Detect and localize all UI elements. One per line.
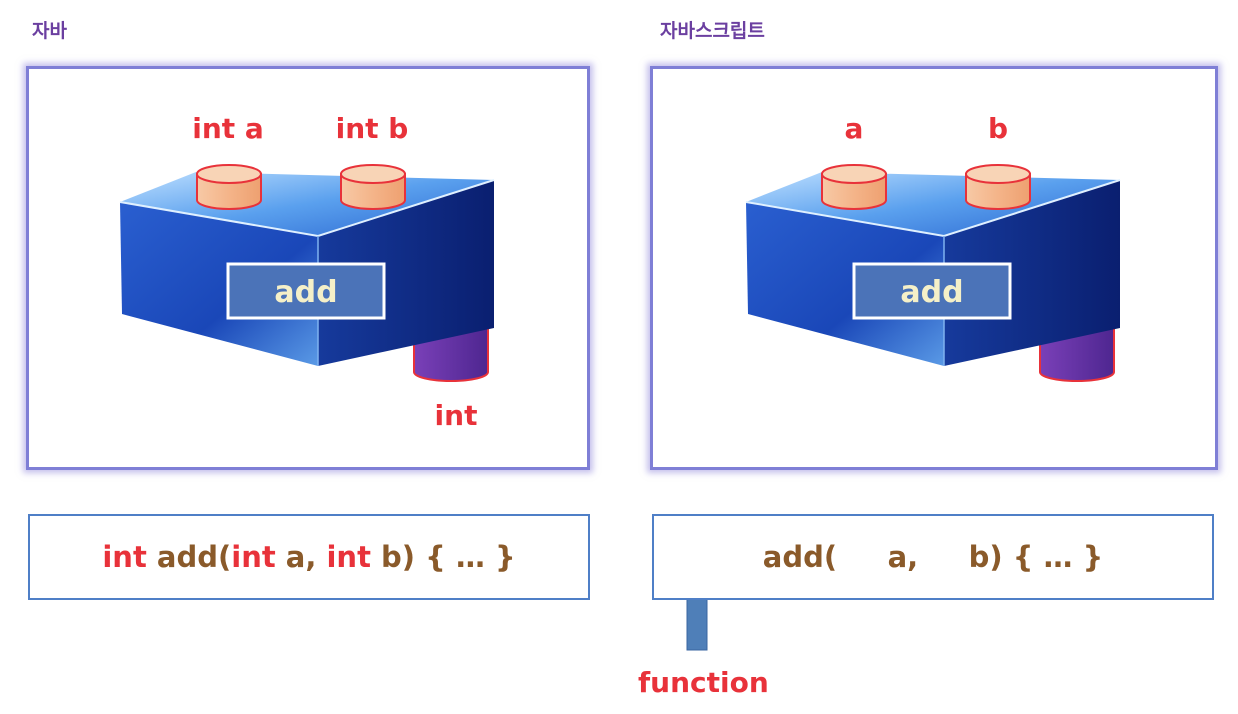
java-code-type-1: int	[102, 540, 147, 574]
javascript-code: add( a, b) { … }	[762, 540, 1104, 574]
java-function-block-icon	[119, 164, 495, 382]
java-param-b-label: int b	[336, 112, 409, 145]
javascript-function-block-icon	[745, 164, 1121, 382]
input-a-cylinder-icon	[821, 164, 887, 210]
java-param-a-label: int a	[192, 112, 264, 145]
function-keyword-label: function	[638, 666, 769, 699]
javascript-code-box: add( a, b) { … }	[652, 514, 1214, 600]
input-b-cylinder-icon	[965, 164, 1031, 210]
java-return-label: int	[435, 399, 478, 432]
java-code-box: int add(int a, int b) { … }	[28, 514, 590, 600]
javascript-heading: 자바스크립트	[660, 20, 765, 42]
java-code-name: add(	[146, 540, 232, 574]
javascript-param-b-label: b	[988, 112, 1008, 145]
java-code-param-a: a,	[275, 540, 327, 574]
java-code-type-3: int	[326, 540, 371, 574]
java-code-rest: b) { … }	[370, 540, 516, 574]
java-function-name: add	[274, 275, 337, 310]
javascript-function-name: add	[900, 275, 963, 310]
input-b-cylinder-icon	[340, 164, 406, 210]
java-code-type-2: int	[231, 540, 276, 574]
javascript-param-a-label: a	[845, 112, 864, 145]
input-a-cylinder-icon	[196, 164, 262, 210]
java-heading: 자바	[32, 20, 67, 42]
